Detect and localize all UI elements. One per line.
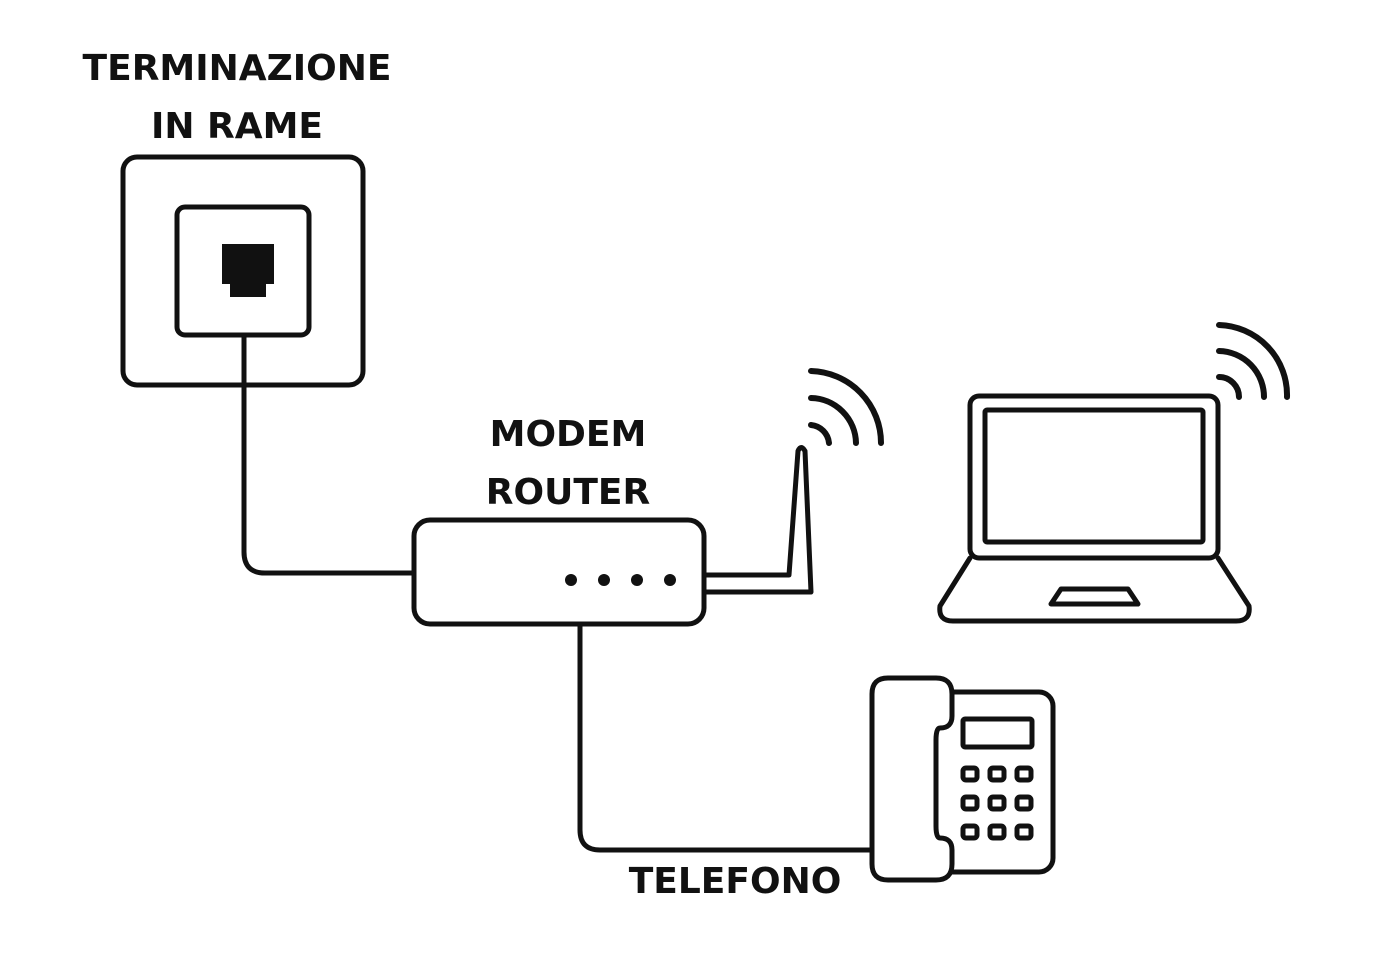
laptop-icon: [937, 393, 1252, 624]
phone-cable: [577, 621, 876, 853]
wall-socket-label-line1: TERMINAZIONE: [83, 48, 392, 89]
router-label-line2: ROUTER: [486, 472, 650, 513]
router-label-line1: MODEM: [490, 414, 647, 455]
router-icon: [411, 445, 814, 627]
wall-socket-label-line2: IN RAME: [151, 106, 323, 147]
router-wifi-signal-icon: [808, 368, 884, 446]
copper-cable: [241, 333, 417, 576]
phone-label: TELEFONO: [629, 861, 842, 902]
desk-phone-icon: [869, 675, 1056, 883]
laptop-wifi-signal-icon: [1216, 322, 1291, 400]
